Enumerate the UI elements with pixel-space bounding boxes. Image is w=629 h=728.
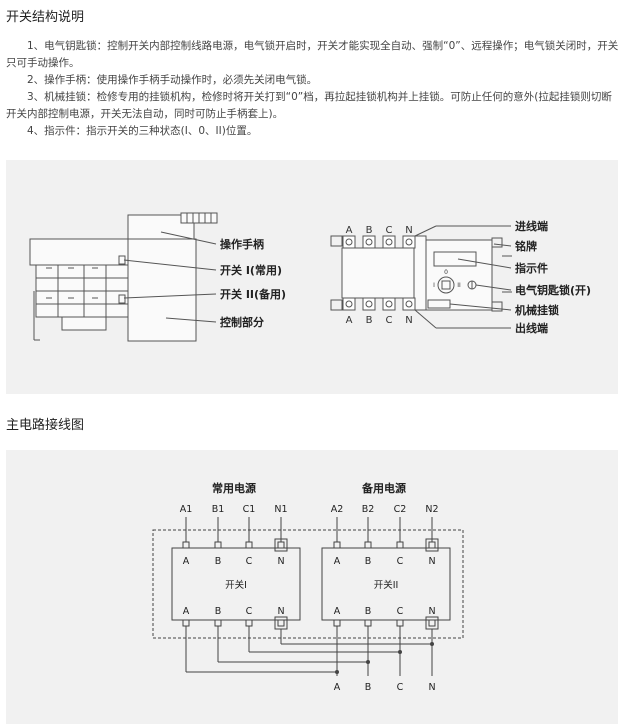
label-nameplate: 铭牌 bbox=[515, 239, 537, 253]
source2-label: 备用电源 bbox=[361, 481, 406, 495]
indicator-mark: 0 bbox=[444, 269, 448, 276]
pole-letter: N bbox=[428, 556, 435, 567]
pole-letter: B bbox=[215, 606, 222, 617]
label-switch2: 开关 II(备用) bbox=[220, 287, 286, 301]
pole-letter: A bbox=[183, 606, 190, 617]
terminal-letter: N bbox=[405, 225, 412, 236]
source2-terminal: C2 bbox=[394, 504, 407, 515]
source1-label: 常用电源 bbox=[212, 481, 256, 495]
structure-figure-panel: A B C N A B C N I 0 II 操作手柄 开关 I(常用) 开关 … bbox=[6, 160, 618, 394]
pole-letter: C bbox=[397, 606, 404, 617]
source1-terminal: N1 bbox=[274, 504, 287, 515]
source1-terminal: B1 bbox=[212, 504, 225, 515]
structure-description: 1、电气钥匙锁：控制开关内部控制线路电源，电气锁开启时，开关才能实现全自动、强制… bbox=[6, 38, 620, 140]
indicator-mark: I bbox=[433, 282, 435, 289]
description-paragraph: 1、电气钥匙锁：控制开关内部控制线路电源，电气锁开启时，开关才能实现全自动、强制… bbox=[6, 40, 619, 69]
section-title-structure: 开关结构说明 bbox=[6, 10, 85, 25]
wiring-diagram: 常用电源 备用电源 A1 B1 C1 N1 A2 B2 C2 N2 bbox=[152, 481, 464, 693]
wiring-figure-panel: 常用电源 备用电源 A1 B1 C1 N1 A2 B2 C2 N2 bbox=[6, 450, 618, 724]
pole-letter: N bbox=[277, 556, 284, 567]
label-key-lock: 电气钥匙锁(开) bbox=[515, 283, 591, 297]
label-control: 控制部分 bbox=[220, 315, 264, 329]
source1-terminal: C1 bbox=[243, 504, 256, 515]
description-paragraph: 2、操作手柄：使用操作手柄手动操作时，必须先关闭电气锁。 bbox=[27, 74, 318, 86]
structure-diagram: A B C N A B C N I 0 II 操作手柄 开关 I(常用) 开关 … bbox=[29, 212, 591, 342]
pole-letter: C bbox=[397, 556, 404, 567]
label-outlet: 出线端 bbox=[515, 321, 548, 335]
pole-letter: N bbox=[277, 606, 284, 617]
indicator-mark: II bbox=[457, 282, 461, 289]
description-paragraph: 4、指示件：指示开关的三种状态(I、0、II)位置。 bbox=[27, 125, 258, 137]
pole-letter: B bbox=[365, 606, 372, 617]
switch2-label: 开关II bbox=[374, 579, 399, 591]
switch1-label: 开关I bbox=[225, 579, 247, 591]
source2-terminal: N2 bbox=[425, 504, 438, 515]
pole-letter: C bbox=[246, 556, 253, 567]
terminal-letter: N bbox=[405, 315, 412, 326]
source1-terminal: A1 bbox=[180, 504, 193, 515]
source2-terminal: B2 bbox=[362, 504, 375, 515]
pole-letter: A bbox=[334, 606, 341, 617]
terminal-letter: A bbox=[346, 315, 353, 326]
output-terminal: C bbox=[397, 682, 404, 693]
terminal-letter: C bbox=[386, 315, 393, 326]
description-paragraph: 3、机械挂锁：检修专用的挂锁机构，检修时将开关打到“0”档，再拉起挂锁机构并上挂… bbox=[6, 91, 612, 120]
source2-terminal: A2 bbox=[331, 504, 344, 515]
terminal-letter: C bbox=[386, 225, 393, 236]
pole-letter: A bbox=[334, 556, 341, 567]
pole-letter: B bbox=[215, 556, 222, 567]
terminal-letter: A bbox=[346, 225, 353, 236]
output-terminal: B bbox=[365, 682, 372, 693]
label-inlet: 进线端 bbox=[515, 219, 548, 233]
label-switch1: 开关 I(常用) bbox=[220, 263, 282, 277]
label-handle: 操作手柄 bbox=[220, 237, 264, 251]
pole-letter: N bbox=[428, 606, 435, 617]
section-title-wiring: 主电路接线图 bbox=[6, 418, 85, 433]
pole-letter: A bbox=[183, 556, 190, 567]
terminal-letter: B bbox=[366, 225, 373, 236]
terminal-letter: B bbox=[366, 315, 373, 326]
output-terminal: A bbox=[334, 682, 341, 693]
output-terminal: N bbox=[428, 682, 435, 693]
pole-letter: C bbox=[246, 606, 253, 617]
label-padlock: 机械挂锁 bbox=[515, 303, 559, 317]
label-indicator: 指示件 bbox=[515, 261, 548, 275]
terminal-blocks bbox=[342, 235, 416, 311]
pole-letter: B bbox=[365, 556, 372, 567]
